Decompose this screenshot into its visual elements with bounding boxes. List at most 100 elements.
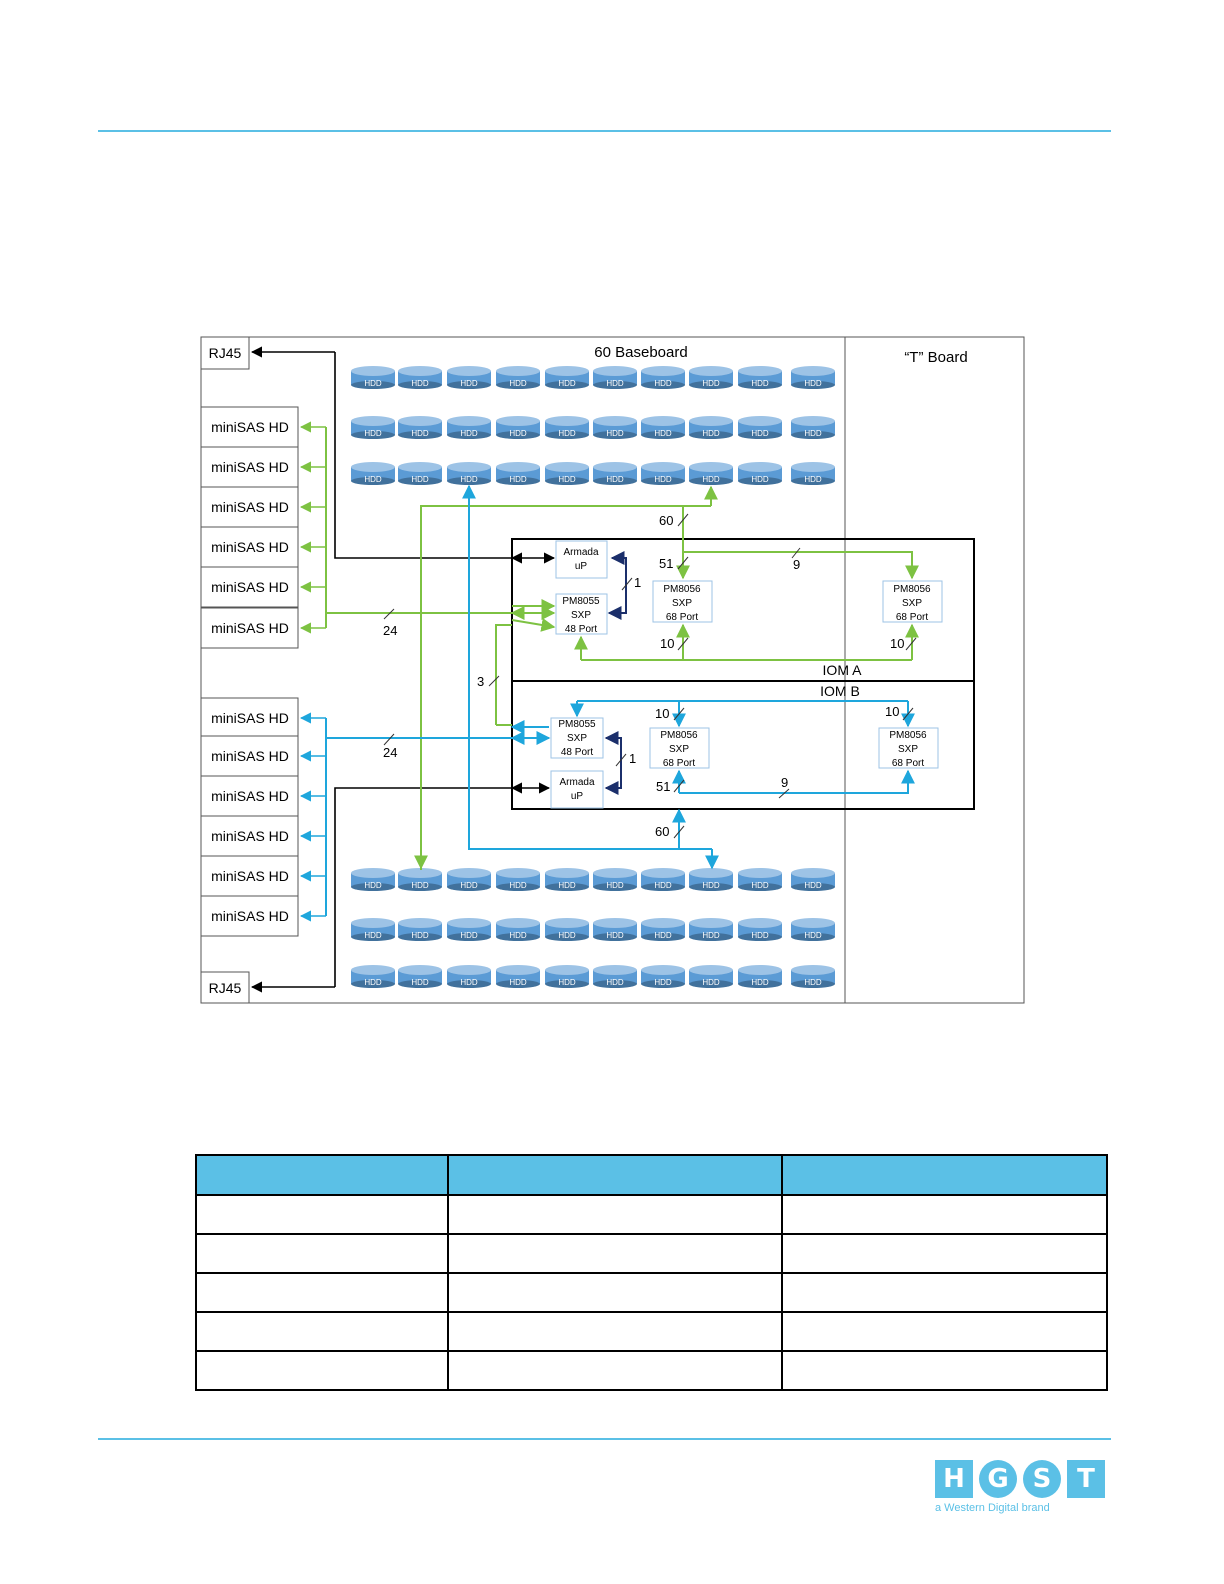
minisas-label: miniSAS HD: [211, 908, 289, 924]
hdd-label: HDD: [509, 931, 527, 940]
hdd-disk: HDD: [593, 918, 637, 941]
hdd-label: HDD: [702, 429, 720, 438]
hdd-disk: HDD: [351, 868, 395, 891]
svg-text:9: 9: [793, 557, 800, 572]
hdd-label: HDD: [411, 475, 429, 484]
svg-text:48 Port: 48 Port: [565, 624, 597, 635]
svg-text:51: 51: [656, 779, 670, 794]
table-cell: [781, 1194, 1108, 1235]
hdd-disk: HDD: [689, 965, 733, 988]
minisas-hd-port: miniSAS HD: [200, 486, 326, 528]
logo-tagline: a Western Digital brand: [935, 1502, 1050, 1514]
hdd-disk: HDD: [351, 965, 395, 988]
hdd-disk: HDD: [689, 918, 733, 941]
hdd-disk: HDD: [351, 366, 395, 389]
lane-count-ticks: [383, 513, 917, 839]
hdd-disk: HDD: [447, 462, 491, 485]
iom-a-links: [325, 427, 919, 870]
hdd-disk: HDD: [593, 366, 637, 389]
minisas-hd-port: miniSAS HD: [200, 526, 326, 568]
hdd-label: HDD: [804, 931, 822, 940]
hdd-label: HDD: [702, 978, 720, 987]
hdd-label: HDD: [804, 475, 822, 484]
hdd-disk: HDD: [398, 965, 442, 988]
hdd-label: HDD: [804, 429, 822, 438]
architecture-diagram: 60 Baseboard “T” Board RJ45 RJ45 miniSAS…: [200, 336, 1025, 1004]
hdd-disk: HDD: [351, 416, 395, 439]
svg-text:10: 10: [655, 706, 669, 721]
hdd-label: HDD: [702, 881, 720, 890]
hdd-label: HDD: [509, 475, 527, 484]
hdd-disk: HDD: [593, 868, 637, 891]
minisas-hd-port: miniSAS HD: [200, 406, 326, 448]
hdd-disk: HDD: [791, 462, 835, 485]
hdd-label: HDD: [460, 379, 478, 388]
minisas-hd-port: miniSAS HD: [200, 735, 326, 777]
svg-text:10: 10: [660, 636, 674, 651]
hdd-disk: HDD: [545, 918, 589, 941]
minisas-label: miniSAS HD: [211, 828, 289, 844]
hdd-disk: HDD: [496, 868, 540, 891]
hdd-disk: HDD: [791, 416, 835, 439]
hdd-label: HDD: [460, 429, 478, 438]
iom-b-frame: [511, 680, 975, 810]
hdd-disk: HDD: [738, 416, 782, 439]
svg-text:68 Port: 68 Port: [892, 758, 924, 769]
svg-text:Armada: Armada: [563, 547, 598, 558]
hdd-label: HDD: [558, 931, 576, 940]
iom-b-label: IOM B: [820, 683, 860, 699]
iom-a-label: IOM A: [823, 662, 863, 678]
hdd-label: HDD: [654, 881, 672, 890]
hdd-disk: HDD: [447, 918, 491, 941]
iom-b-links: [325, 484, 915, 916]
hdd-disk: HDD: [398, 868, 442, 891]
svg-text:48 Port: 48 Port: [561, 747, 593, 758]
hdd-label: HDD: [702, 379, 720, 388]
svg-text:1: 1: [629, 751, 636, 766]
hdd-label: HDD: [364, 429, 382, 438]
svg-text:SXP: SXP: [567, 733, 587, 744]
hdd-label: HDD: [460, 978, 478, 987]
svg-text:SXP: SXP: [902, 598, 922, 609]
rj45-port-bottom: RJ45: [200, 971, 250, 1004]
hdd-label: HDD: [804, 881, 822, 890]
pm8055-sxp-iom-b: PM8055 SXP 48 Port: [550, 717, 604, 759]
table-cell: [447, 1311, 783, 1352]
hdd-label: HDD: [558, 429, 576, 438]
hdd-disk: HDD: [641, 965, 685, 988]
hdd-disk: HDD: [398, 366, 442, 389]
armada-up-iom-a: Armada uP: [555, 540, 608, 579]
pm8056-sxp-iom-b-left: PM8056 SXP 68 Port: [649, 727, 710, 769]
svg-text:24: 24: [383, 745, 397, 760]
hdd-disk: HDD: [641, 868, 685, 891]
minisas-label: miniSAS HD: [211, 748, 289, 764]
minisas-hd-port: miniSAS HD: [200, 607, 326, 649]
table-cell: [195, 1272, 449, 1313]
logo-letter-g: G: [979, 1460, 1017, 1498]
hdd-label: HDD: [702, 475, 720, 484]
svg-text:SXP: SXP: [571, 610, 591, 621]
svg-text:uP: uP: [571, 791, 584, 802]
minisas-hd-port: miniSAS HD: [200, 446, 326, 488]
minisas-hd-port: miniSAS HD: [200, 895, 326, 937]
table-cell: [781, 1233, 1108, 1274]
hdd-disk: HDD: [351, 462, 395, 485]
hdd-label: HDD: [460, 881, 478, 890]
svg-text:9: 9: [781, 775, 788, 790]
hdd-label: HDD: [751, 881, 769, 890]
minisas-ports-iom-b: miniSAS HD miniSAS HD miniSAS HD miniSAS HD…: [200, 697, 326, 937]
hdd-label: HDD: [509, 881, 527, 890]
svg-text:Armada: Armada: [559, 777, 594, 788]
minisas-hd-port: miniSAS HD: [200, 697, 326, 739]
hdd-disk: HDD: [496, 416, 540, 439]
table-header-row: [195, 1154, 1108, 1196]
tboard-title: “T” Board: [904, 349, 967, 366]
hgst-logo: H G S T a Western Digital brand: [935, 1460, 1105, 1520]
hdd-label: HDD: [411, 931, 429, 940]
hdd-label: HDD: [558, 881, 576, 890]
hdd-disk: HDD: [447, 965, 491, 988]
table-header-cell: [781, 1154, 1108, 1196]
hdd-disk: HDD: [641, 462, 685, 485]
hdd-label: HDD: [654, 429, 672, 438]
